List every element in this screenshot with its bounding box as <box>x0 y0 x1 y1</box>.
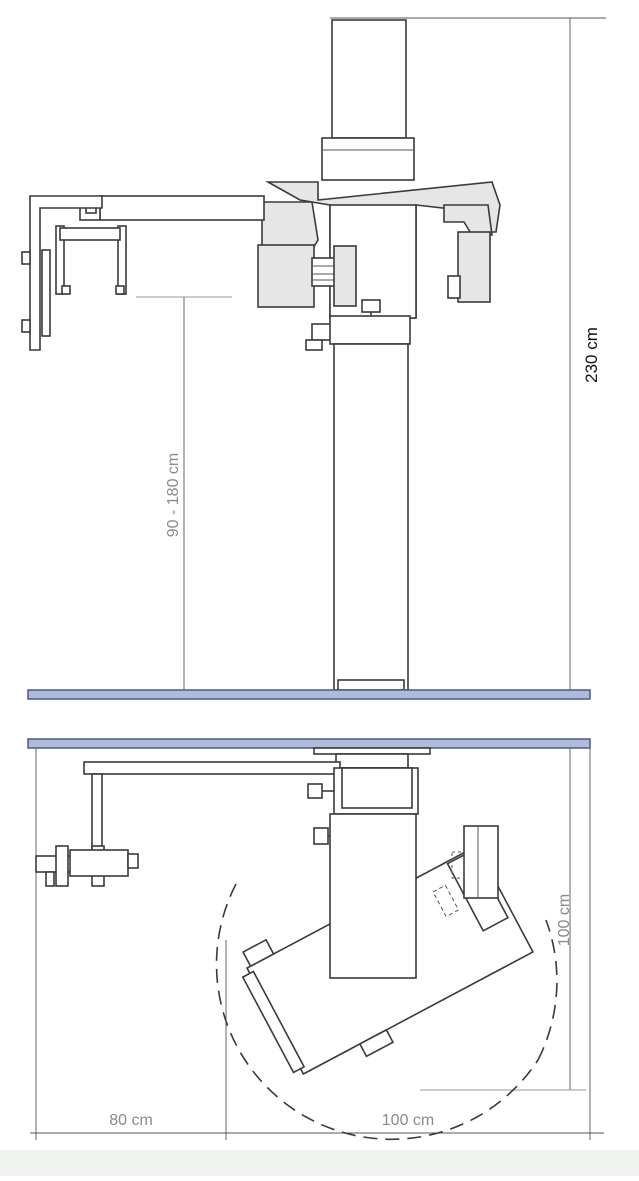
total-height-label: 230 cm <box>582 327 601 383</box>
plan-stand-knob <box>127 853 139 869</box>
hanging-frame <box>29 195 103 351</box>
side-elevation-view <box>21 17 606 700</box>
column-knob-left-lower <box>305 339 323 351</box>
plan-knob-upper <box>307 783 323 799</box>
rotation-arc <box>215 883 539 1141</box>
hanging-panel <box>41 249 51 337</box>
plan-detector-box <box>463 825 499 899</box>
stand-crossbar <box>59 227 121 241</box>
plan-knob-lower <box>313 827 329 845</box>
rotating-head-handle-bottom <box>358 1028 395 1058</box>
column-knob-top <box>361 299 381 313</box>
ceiling-mount-plate <box>313 747 431 755</box>
rotation-radius-label: 100 cm <box>556 894 573 946</box>
rotating-head-handle-top <box>241 938 275 968</box>
plan-stand-block <box>69 849 129 877</box>
support-arm <box>99 195 265 221</box>
rotation-arc-right <box>537 919 558 1061</box>
main-column <box>333 343 409 691</box>
column-top-housing <box>331 19 407 139</box>
head-clamp <box>333 245 357 307</box>
right-arm-bracket <box>443 204 493 236</box>
plan-support-arm <box>83 761 341 775</box>
column-foot <box>337 679 405 691</box>
right-knob <box>447 275 461 299</box>
ceiling-mount-block <box>335 753 409 769</box>
column-carriage <box>329 315 411 345</box>
rotating-head-end-plate <box>241 970 306 1074</box>
floor-plate-side <box>27 689 591 700</box>
plan-view <box>27 738 604 1141</box>
left-head-upper <box>261 201 319 251</box>
arm-height-range-label: 90 - 180 cm <box>165 453 182 537</box>
stand-left-post <box>55 225 65 295</box>
head-link <box>311 257 337 287</box>
column-collar <box>321 137 415 181</box>
floor-plate-plan <box>27 738 591 749</box>
rotation-diameter-label: 100 cm <box>382 1112 434 1129</box>
plan-column <box>329 813 417 979</box>
column-knob-left <box>311 323 333 341</box>
left-tube-head <box>257 244 315 308</box>
footer-band <box>0 1150 639 1176</box>
right-detector-head <box>457 231 491 303</box>
plan-stand-post-left <box>55 845 69 887</box>
arm-reach-label: 80 cm <box>109 1112 153 1129</box>
